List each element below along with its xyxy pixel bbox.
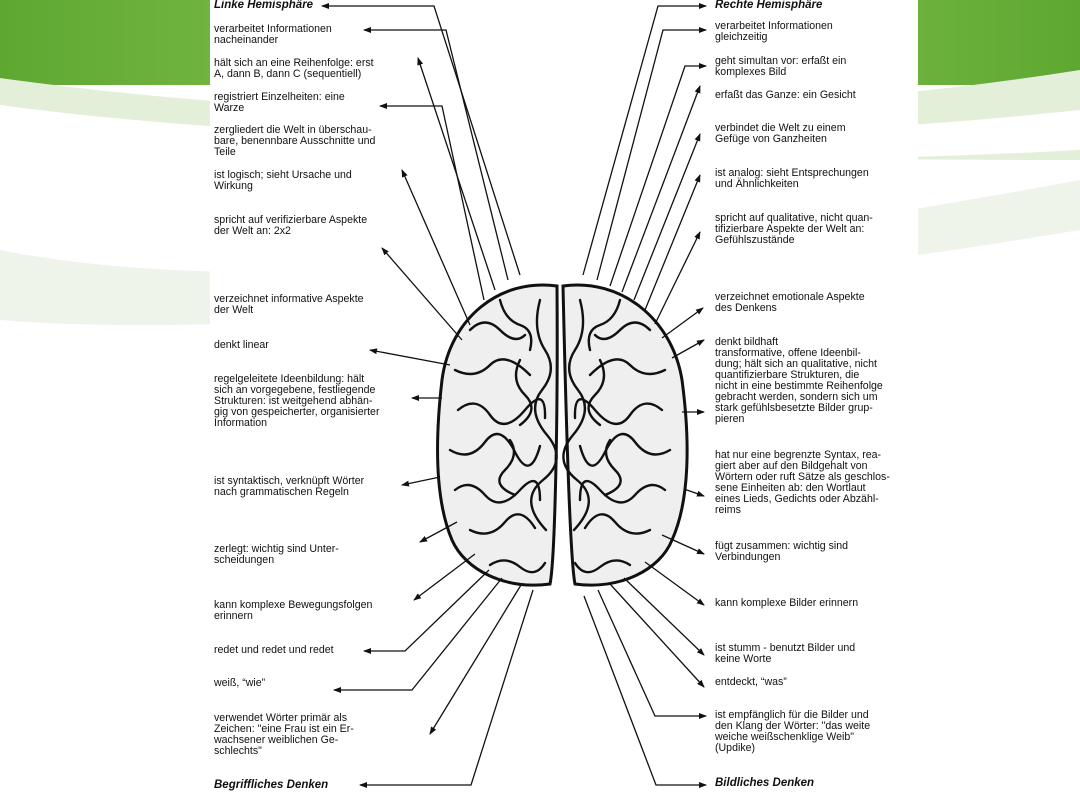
left-item-5: ist logisch; sieht Ursache und Wirkung [214,169,352,192]
right-item-8: denkt bildhaft transformative, offene Id… [715,336,883,425]
arrows-left [321,3,534,788]
left-item-14: weiß, “wie” [214,677,266,689]
right-item-14: ist empfänglich für die Bilder und den K… [715,709,871,754]
right-item-12: ist stumm - benutzt Bilder und keine Wor… [715,642,856,665]
left-item-10: ist syntaktisch, verknüpft Wörter nach g… [214,475,365,498]
left-item-15: verwendet Wörter primär als Zeichen: "ei… [214,712,354,757]
left-item-11: zerlegt: wichtig sind Unter- scheidungen [214,543,339,566]
left-item-8: denkt linear [214,339,269,351]
right-item-6: spricht auf qualitative, nicht quan- tif… [715,212,873,246]
right-item-4: verbindet die Welt zu einem Gefüge von G… [715,122,846,145]
brain-icon [436,283,689,587]
left-item-12: kann komplexe Bewegungsfolgen erinnern [214,599,373,622]
left-item-4: zergliedert die Welt in überschau- bare,… [214,124,376,158]
right-footer-title: Bildliches Denken [715,777,815,789]
left-item-3: registriert Einzelheiten: eine Warze [214,91,345,114]
right-item-7: verzeichnet emotionale Aspekte des Denke… [715,291,865,314]
right-item-2: geht simultan vor: erfaßt ein komplexes … [715,55,847,78]
diagram-panel [210,0,918,810]
right-item-3: erfaßt das Ganze: ein Gesicht [715,89,856,101]
right-item-13: entdeckt, “was” [715,676,787,688]
left-item-1: verarbeitet Informationen nacheinander [214,23,332,46]
right-item-1: verarbeitet Informationen gleichzeitig [715,20,833,43]
left-item-6: spricht auf verifizierbare Aspekte der W… [214,214,368,237]
left-item-2: hält sich an eine Reihenfolge: erst A, d… [214,57,374,80]
left-footer-title: Begriffliches Denken [214,779,329,791]
left-item-7: verzeichnet informative Aspekte der Welt [214,293,364,316]
right-item-9: hat nur eine begrenzte Syntax, rea- gier… [715,449,890,516]
right-item-5: ist analog: sieht Entsprechungen und Ähn… [715,167,869,190]
left-item-9: regelgeleitete Ideenbildung: hält sich a… [214,373,380,429]
right-hemisphere-title: Rechte Hemisphäre [715,0,823,11]
left-hemisphere-title: Linke Hemisphäre [214,0,314,11]
left-item-13: redet und redet und redet [214,644,334,656]
right-item-10: fügt zusammen: wichtig sind Verbindungen [715,540,849,563]
arrows-right [582,3,707,788]
right-item-11: kann komplexe Bilder erinnern [715,597,859,609]
